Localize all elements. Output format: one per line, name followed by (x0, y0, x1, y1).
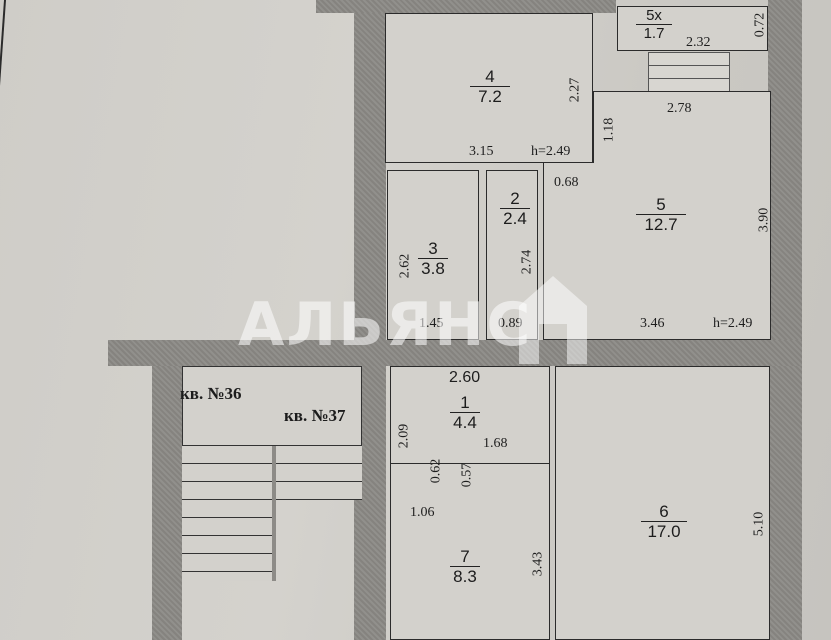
stair-treads-5x (648, 52, 730, 94)
dim-room7-top: 1.06 (410, 505, 435, 520)
watermark-house-logo-icon (519, 276, 587, 364)
room-5-label: 5 12.7 (636, 196, 686, 234)
dim-room5x-height: 0.72 (752, 12, 768, 38)
room-4-label: 4 7.2 (470, 68, 510, 106)
dim-room1-inner: 1.68 (483, 436, 508, 451)
room-7 (390, 463, 550, 640)
watermark-text: АЛЬЯНС (238, 290, 533, 360)
dim-room3-height: 2.62 (397, 253, 413, 279)
room-5x-label: 5х 1.7 (636, 8, 672, 42)
apartment-36-label: кв. №36 (180, 384, 242, 403)
dim-ceiling-upper: h=2.49 (531, 144, 571, 159)
room-1-label: 1 4.4 (450, 394, 480, 432)
dim-room5-width: 3.46 (640, 316, 665, 331)
dim-room3-width: 1.45 (419, 316, 444, 331)
wall-central (354, 0, 386, 640)
dim-room4-height: 2.27 (567, 77, 583, 103)
room-2-label: 2 2.4 (500, 190, 530, 228)
dim-room1-step-a: 0.62 (428, 458, 444, 484)
dim-room6-height: 5.10 (751, 511, 767, 537)
wall-middle (108, 340, 802, 366)
room-6 (555, 366, 770, 640)
room-4 (385, 13, 593, 163)
dim-room1-height: 2.09 (396, 423, 412, 449)
dim-room2-width: 0.89 (498, 316, 523, 331)
dim-room5x-width: 2.32 (686, 35, 711, 50)
dim-room5-height: 3.90 (756, 207, 772, 233)
stair-landing (182, 366, 362, 446)
wall-exterior-right (768, 0, 802, 640)
room-7-label: 7 8.3 (450, 548, 480, 586)
dim-ceiling-room5: h=2.49 (713, 316, 753, 331)
dim-room5-left-lower: 0.68 (554, 175, 579, 190)
wall-stair-left (152, 366, 182, 640)
stair-flight-left (182, 446, 276, 581)
stair-flight-right (276, 446, 362, 500)
dim-room5-top: 2.78 (667, 101, 692, 116)
room-3-label: 3 3.8 (418, 240, 448, 278)
room-6-label: 6 17.0 (641, 503, 687, 541)
dim-room4-width: 3.15 (469, 144, 494, 159)
wall-top (316, 0, 616, 13)
room-3 (387, 170, 479, 340)
dim-room1-width: 2.60 (449, 369, 481, 386)
dim-room2-height: 2.74 (519, 249, 535, 275)
sheet-edge-line (0, 0, 6, 640)
dim-room7-height: 3.43 (530, 551, 546, 577)
room-5x (617, 6, 768, 51)
apartment-37-label: кв. №37 (284, 406, 346, 425)
dim-room1-step-b: 0.57 (459, 462, 475, 488)
dim-room5-left-upper: 1.18 (601, 117, 617, 143)
